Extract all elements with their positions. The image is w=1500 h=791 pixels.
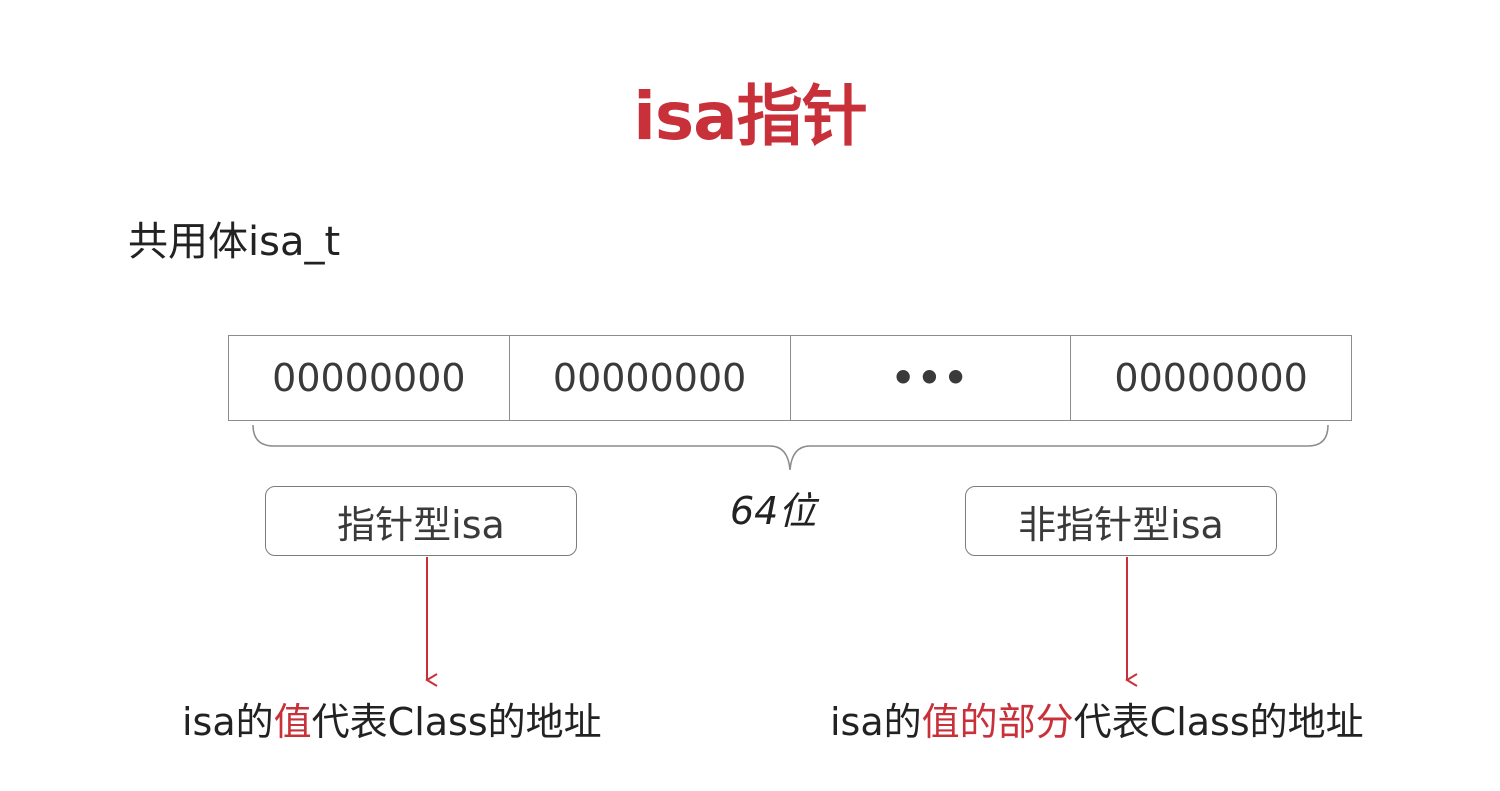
- bit-field: 00000000 00000000 ••• 00000000: [228, 335, 1352, 421]
- bits-count-label: 64位: [730, 489, 817, 533]
- desc-highlight: 值: [273, 700, 312, 744]
- slide-title: isa指针: [633, 78, 867, 155]
- desc-highlight: 值的部分: [921, 700, 1074, 744]
- bit-cell: 00000000: [229, 336, 510, 420]
- pointer-isa-box: 指针型isa: [265, 486, 577, 556]
- pointer-isa-description: isa的值代表Class的地址: [182, 694, 602, 750]
- bit-cell: 00000000: [510, 336, 791, 420]
- desc-suffix: 代表Class的地址: [1073, 700, 1364, 744]
- desc-prefix: isa的: [830, 700, 922, 744]
- non-pointer-isa-description: isa的值的部分代表Class的地址: [830, 694, 1364, 750]
- desc-suffix: 代表Class的地址: [311, 700, 602, 744]
- bit-cell: 00000000: [1114, 356, 1308, 400]
- brace: [252, 424, 1329, 471]
- bit-cell-ellipsis: •••: [791, 336, 1072, 420]
- desc-prefix: isa的: [182, 700, 274, 744]
- slide-subtitle: 共用体isa_t: [128, 219, 341, 265]
- non-pointer-isa-box: 非指针型isa: [965, 486, 1277, 556]
